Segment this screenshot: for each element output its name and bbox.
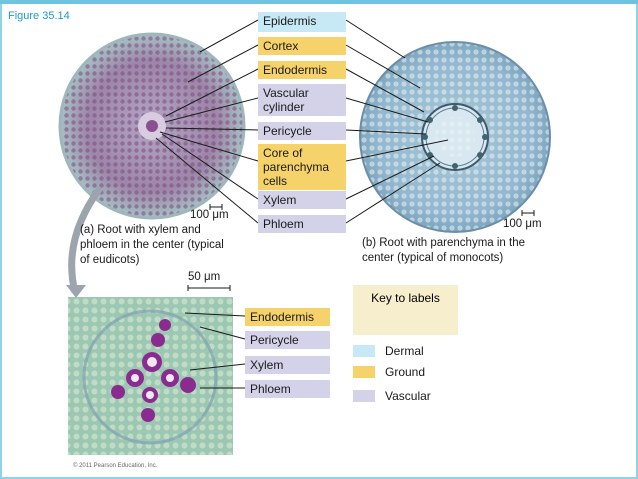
scale-bar-c: 50 μm [188, 271, 221, 283]
label-zoom-phloem: Phloem [245, 380, 330, 398]
caption-b: (b) Root with parenchyma in the center (… [362, 237, 525, 264]
monocot-root-image [359, 41, 551, 233]
label-phloem: Phloem [258, 215, 346, 233]
scale-bar-a: 100 μm [190, 209, 229, 221]
label-core-of-parenchyma: Core of parenchyma cells [258, 144, 346, 190]
label-epidermis: Epidermis [258, 12, 346, 32]
slide-top-bar [0, 0, 638, 4]
label-endodermis: Endodermis [258, 61, 346, 79]
label-xylem: Xylem [258, 191, 346, 209]
label-zoom-pericycle: Pericycle [245, 331, 330, 349]
eudicot-root-image [58, 32, 246, 220]
label-zoom-endodermis: Endodermis [245, 308, 330, 326]
key-text-ground: Ground [385, 365, 426, 379]
label-cortex: Cortex [258, 37, 346, 55]
key-swatch-vascular [353, 390, 375, 402]
label-zoom-xylem: Xylem [245, 356, 330, 374]
caption-a: (a) Root with xylem and phloem in the ce… [80, 224, 224, 266]
scale-bar-b: 100 μm [503, 218, 542, 230]
key-swatch-ground [353, 366, 375, 378]
label-pericycle: Pericycle [258, 122, 346, 140]
eudicot-vascular-zoom-image: © 2011 Pearson Education, Inc. [68, 297, 233, 469]
svg-text:© 2011 Pearson Education, Inc.: © 2011 Pearson Education, Inc. [73, 462, 158, 469]
key-text-vascular: Vascular [385, 389, 431, 403]
label-vascular-cylinder: Vascular cylinder [258, 84, 346, 116]
zoom-arrow [68, 185, 103, 293]
key-title: Key to labels [353, 285, 458, 335]
key-text-dermal: Dermal [385, 344, 424, 358]
key-swatch-dermal [353, 345, 375, 357]
figure-label: Figure 35.14 [8, 10, 70, 22]
